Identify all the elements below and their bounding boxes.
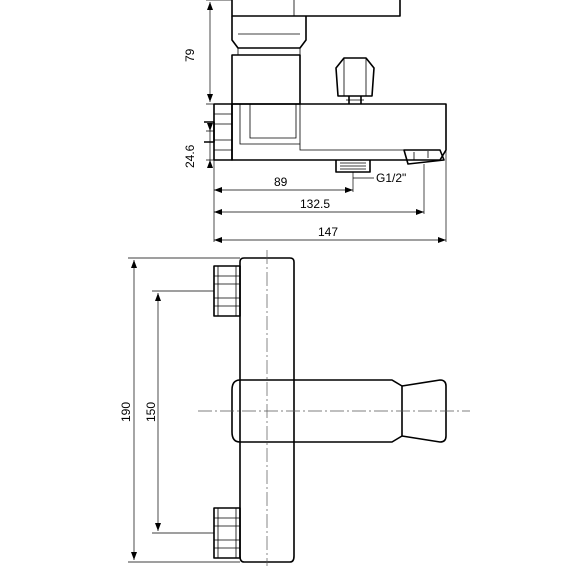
top-inlet-nut [213,265,241,317]
dim-150-label: 150 [144,402,158,422]
cartridge-body [231,48,301,105]
dim-inlet-height: 24.6 [183,123,214,168]
side-view: 79 24.6 89 132.5 147 [183,0,447,243]
thread-label: G1/2" [376,171,406,185]
diverter-knob [335,57,375,104]
dim-79-label: 79 [183,48,197,62]
dim-horizontal-group: 89 132.5 147 G1/2" [213,150,447,243]
dim-89-label: 89 [274,175,288,189]
dim-147-label: 147 [318,225,338,239]
dim-132-5-label: 132.5 [300,197,330,211]
thread-connector [335,160,371,173]
inlet-nut-side [204,103,233,161]
bottom-inlet-nut [213,507,241,559]
spout-outlet [403,149,445,165]
vertical-body [239,257,295,563]
dim-24-6-label: 24.6 [183,144,197,168]
spout-body [231,103,447,161]
front-view: 190 150 [119,250,470,566]
lever-handle [231,0,401,49]
dim-handle-height: 79 [183,0,232,105]
dim-overall-height: 190 [119,257,240,563]
dim-inlet-spacing: 150 [144,290,214,534]
dim-190-label: 190 [119,402,133,422]
